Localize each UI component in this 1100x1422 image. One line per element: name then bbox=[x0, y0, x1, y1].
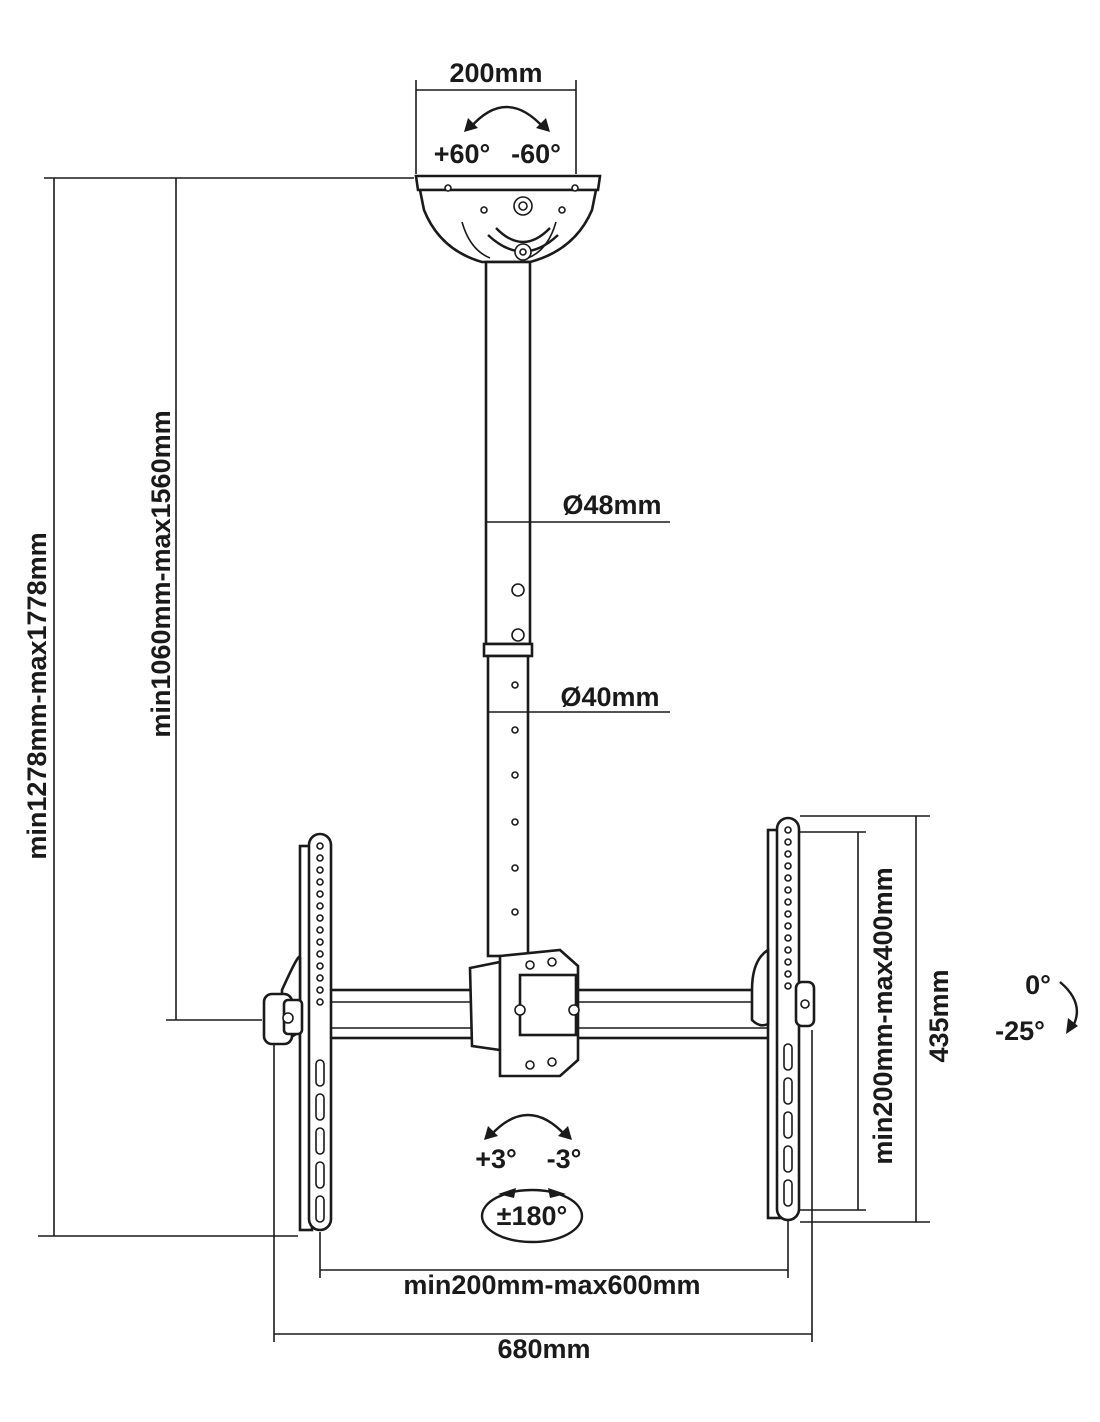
tilt-top-label: 0° bbox=[1025, 970, 1051, 1000]
pole-height-label: min1060mm-max1560mm bbox=[146, 410, 176, 737]
level-pos-label: +3° bbox=[475, 1144, 517, 1174]
ceiling-plate bbox=[414, 174, 602, 264]
inner-tube-diameter-label: Ø40mm bbox=[560, 682, 659, 712]
total-height-label: min1278mm-max1778mm bbox=[22, 532, 52, 859]
level-arrow bbox=[484, 1113, 572, 1140]
swivel-pos-label: +60° bbox=[434, 139, 491, 169]
inner-tube bbox=[486, 654, 530, 958]
left-bracket bbox=[262, 832, 333, 1232]
tilt-arrow bbox=[1059, 981, 1079, 1034]
level-neg-label: -3° bbox=[547, 1144, 582, 1174]
swivel-neg-label: -60° bbox=[511, 139, 561, 169]
center-pivot bbox=[468, 948, 580, 1078]
ceiling-plate-width-label: 200mm bbox=[449, 58, 542, 88]
tilt-bottom-label: -25° bbox=[995, 1016, 1045, 1046]
rotation-arrow bbox=[480, 1188, 584, 1244]
outer-tube-diameter-label: Ø48mm bbox=[562, 490, 661, 520]
overall-width-label: 680mm bbox=[497, 1334, 590, 1364]
outer-tube bbox=[482, 260, 534, 658]
bracket-height-label: 435mm bbox=[924, 969, 954, 1062]
dimension-lines bbox=[38, 80, 930, 1342]
right-bracket-holes bbox=[783, 826, 793, 1207]
rotation-label: ±180° bbox=[497, 1201, 568, 1231]
swivel-arrow bbox=[464, 105, 550, 132]
horizontal-hole-range-label: min200mm-max600mm bbox=[403, 1270, 700, 1300]
left-bracket-holes bbox=[315, 842, 325, 1223]
vertical-hole-range-label: min200mm-max400mm bbox=[868, 867, 898, 1164]
right-bracket bbox=[750, 816, 816, 1222]
